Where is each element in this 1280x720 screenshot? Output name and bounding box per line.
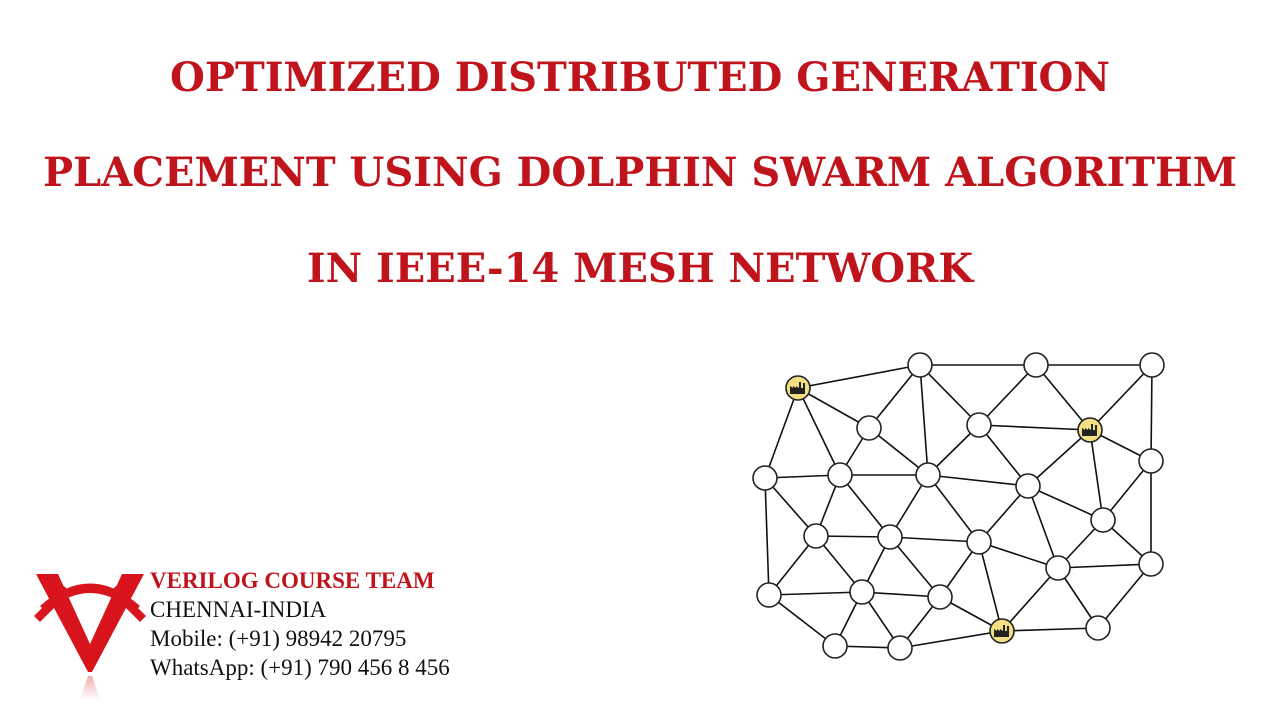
mesh-link	[919, 364, 980, 426]
mesh-link	[1027, 485, 1104, 521]
mesh-network-diagram	[752, 352, 1165, 661]
dg-node	[989, 618, 1015, 644]
mesh-link	[1150, 364, 1153, 462]
mesh-link	[978, 424, 1029, 487]
mesh-node	[907, 352, 933, 378]
mesh-link	[1057, 563, 1152, 569]
mesh-link	[861, 591, 941, 598]
mesh-link	[1035, 364, 1091, 431]
mesh-link	[797, 364, 921, 389]
mesh-link	[927, 474, 1029, 487]
whatsapp-number: WhatsApp: (+91) 790 456 8 456	[150, 655, 450, 680]
title-line-2: PLACEMENT USING DOLPHIN SWARM ALGORITHM	[42, 149, 1238, 196]
mesh-node	[966, 529, 992, 555]
mesh-link	[1001, 627, 1099, 632]
mesh-node	[1138, 551, 1164, 577]
mesh-node	[752, 465, 778, 491]
mesh-link	[1097, 563, 1152, 629]
mesh-link	[797, 387, 841, 476]
mesh-node	[915, 462, 941, 488]
mesh-link	[1001, 567, 1059, 632]
mesh-link	[978, 541, 1003, 632]
team-name: VERILOG COURSE TEAM	[150, 568, 435, 593]
mesh-node	[1138, 448, 1164, 474]
mesh-link	[768, 594, 836, 647]
title-line-1: OPTIMIZED DISTRIBUTED GENERATION	[170, 54, 1110, 101]
mesh-node	[966, 412, 992, 438]
dg-node	[785, 375, 811, 401]
mesh-link	[764, 387, 799, 479]
mesh-node	[1015, 473, 1041, 499]
mesh-link	[899, 630, 1003, 649]
mesh-link	[889, 536, 941, 598]
mobile-number: Mobile: (+91) 98942 20795	[150, 626, 407, 651]
mesh-node	[927, 584, 953, 610]
mesh-node	[1045, 555, 1071, 581]
location-text: CHENNAI-INDIA	[150, 597, 327, 622]
mesh-link	[868, 364, 921, 429]
mesh-node	[849, 579, 875, 605]
mesh-node	[756, 582, 782, 608]
mesh-node	[803, 523, 829, 549]
mesh-link	[978, 424, 1091, 431]
mesh-link	[764, 477, 770, 596]
mesh-node	[1023, 352, 1049, 378]
mesh-link	[1027, 485, 1059, 569]
mesh-link	[927, 474, 980, 543]
mesh-link	[1089, 429, 1104, 521]
mesh-link	[1089, 364, 1153, 431]
dg-node	[1077, 417, 1103, 443]
mesh-node	[856, 415, 882, 441]
factory-icon	[994, 625, 1009, 637]
mesh-link	[978, 364, 1037, 426]
mesh-node	[827, 462, 853, 488]
mesh-link	[797, 387, 870, 429]
mesh-node	[822, 633, 848, 659]
mesh-link	[768, 591, 863, 596]
mesh-link	[839, 474, 891, 538]
verilog-logo	[34, 574, 146, 700]
mesh-link	[764, 477, 817, 537]
mesh-link	[1027, 429, 1091, 487]
mesh-node	[887, 635, 913, 661]
mesh-link	[919, 364, 929, 476]
mesh-link	[889, 536, 980, 543]
factory-icon	[1082, 424, 1097, 436]
factory-icon	[790, 382, 805, 394]
mesh-node	[877, 524, 903, 550]
mesh-node	[1090, 507, 1116, 533]
mesh-node	[1139, 352, 1165, 378]
title-line-3: IN IEEE-14 MESH NETWORK	[306, 245, 974, 292]
mesh-node	[1085, 615, 1111, 641]
mesh-link	[978, 541, 1059, 569]
